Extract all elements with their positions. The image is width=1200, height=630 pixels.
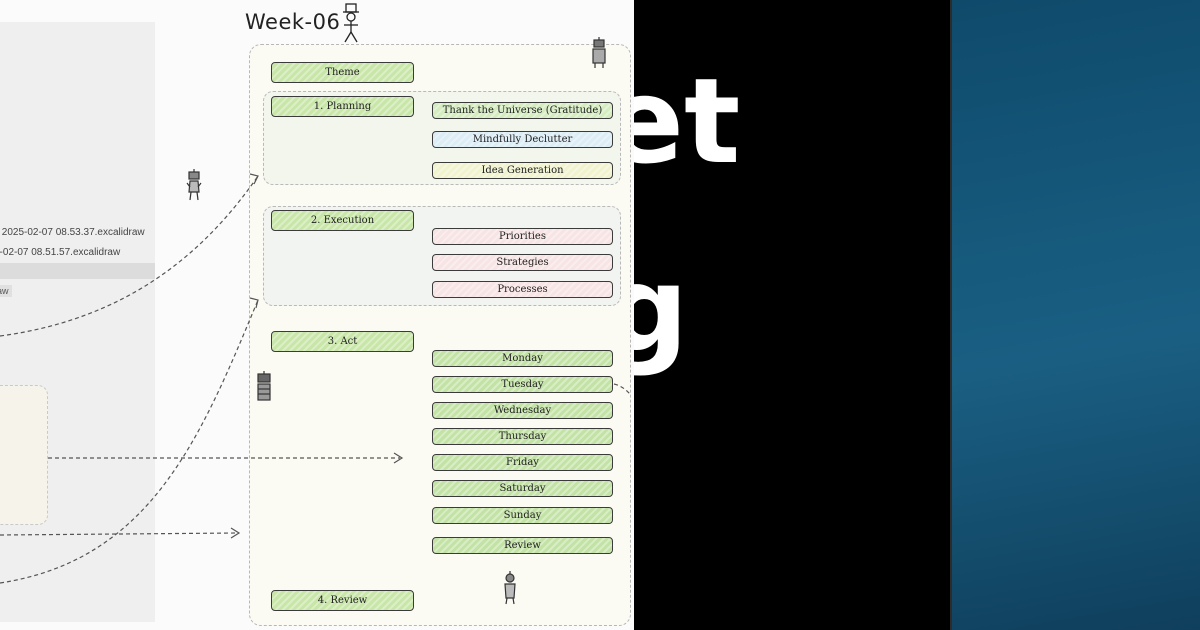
arrow-to-act [0, 532, 239, 536]
robot-figure-icon [257, 371, 271, 401]
excalidraw-canvas: y 2025-02-07 08.53.37.excalidraw 5-02-07… [0, 0, 634, 630]
day-tuesday[interactable]: Tuesday [432, 376, 613, 393]
arrow-off-board [613, 383, 631, 395]
day-wednesday[interactable]: Wednesday [432, 402, 613, 419]
title-text-fragment: et [634, 52, 741, 190]
robot-figure-icon [592, 37, 606, 68]
task-strategies[interactable]: Strategies [432, 254, 613, 271]
arrowhead-icon [249, 297, 259, 309]
robot-figure-icon [504, 571, 516, 605]
arrow-to-planning [0, 175, 259, 337]
arrowhead-icon [230, 527, 241, 539]
note-card [0, 385, 48, 525]
selected-file-highlight [0, 263, 155, 279]
week-title: Week-06 [245, 10, 341, 34]
task-priorities[interactable]: Priorities [432, 228, 613, 245]
task-idea-generation[interactable]: Idea Generation [432, 162, 613, 179]
arrowhead-icon [393, 452, 404, 464]
blue-gradient-panel [952, 0, 1200, 630]
title-overlay-panel: et g [634, 0, 950, 630]
task-declutter[interactable]: Mindfully Declutter [432, 131, 613, 148]
section-execution[interactable]: 2. Execution [271, 210, 414, 231]
day-saturday[interactable]: Saturday [432, 480, 613, 497]
task-processes[interactable]: Processes [432, 281, 613, 298]
robot-figure-icon [186, 169, 202, 201]
section-planning[interactable]: 1. Planning [271, 96, 414, 117]
title-text-fragment: g [634, 240, 689, 378]
day-thursday[interactable]: Thursday [432, 428, 613, 445]
connector-arrows [0, 173, 631, 584]
file-item[interactable]: y 2025-02-07 08.53.37.excalidraw [0, 227, 145, 238]
section-act[interactable]: 3. Act [271, 331, 414, 352]
day-sunday[interactable]: Sunday [432, 507, 613, 524]
day-friday[interactable]: Friday [432, 454, 613, 471]
task-gratitude[interactable]: Thank the Universe (Gratitude) [432, 102, 613, 119]
day-monday[interactable]: Monday [432, 350, 613, 367]
arrowhead-icon [249, 173, 259, 185]
section-theme[interactable]: Theme [271, 62, 414, 83]
arrow-to-execution [0, 299, 259, 584]
section-review[interactable]: 4. Review [271, 590, 414, 611]
file-tag: aw [0, 285, 12, 297]
stick-figure-top-hat-icon [343, 3, 359, 43]
day-review[interactable]: Review [432, 537, 613, 554]
file-item[interactable]: 5-02-07 08.51.57.excalidraw [0, 247, 121, 258]
panel-divider [950, 0, 952, 630]
